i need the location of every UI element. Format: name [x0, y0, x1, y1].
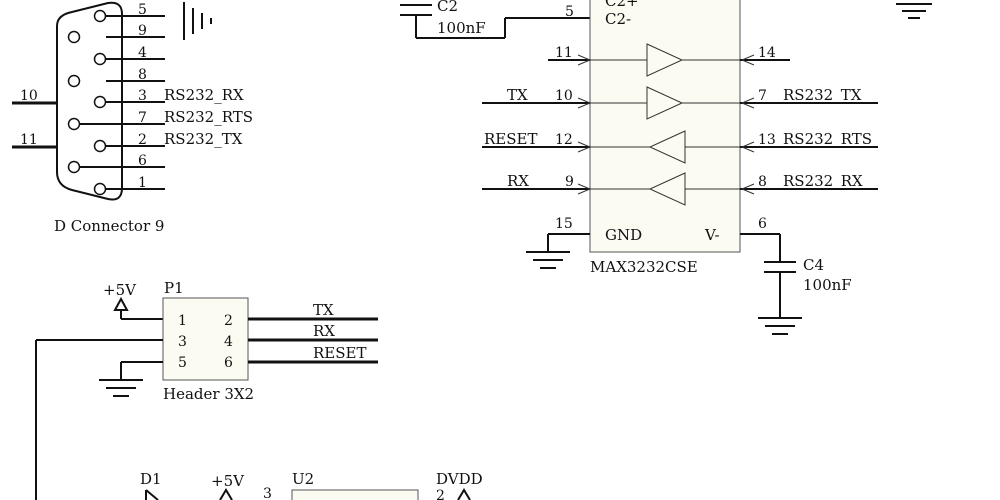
capacitor-c2-ref: C2: [437, 0, 458, 15]
net-label-header-rx: RX: [313, 322, 335, 340]
connector-shell-pin-number: 11: [20, 132, 38, 148]
max3232-vminus-label: V-: [704, 226, 720, 244]
dvdd-label: DVDD: [436, 470, 483, 488]
net-label-rs232-rx-in: RS232_RX: [783, 172, 863, 190]
max3232-pin-number: 7: [758, 88, 767, 104]
driver-buffer: [646, 86, 684, 120]
u2-body: [291, 489, 419, 500]
max3232-pin-number: 9: [565, 174, 574, 190]
d-connector-label: D Connector 9: [54, 217, 164, 235]
header-p1: +5V P1 1 2 3 4 5 6 TX RX RESET Header 3X…: [35, 279, 378, 500]
ground-symbol: [183, 2, 212, 40]
ground-symbol: [99, 379, 143, 397]
max3232-gnd-label: GND: [605, 226, 642, 244]
header-pin-number: 4: [224, 334, 233, 350]
u2-pin-number: 3: [263, 486, 272, 500]
max3232-pin-number: 6: [758, 216, 767, 232]
net-label-rx: RX: [507, 172, 529, 190]
power-arrow-icon: [219, 488, 233, 500]
header-body: [162, 297, 249, 381]
connector-pin-number: 2: [138, 132, 147, 148]
max3232-pin-number: 12: [555, 132, 573, 148]
header-pin-number: 5: [178, 355, 187, 371]
connector-pin: [67, 160, 81, 174]
capacitor-c4: C4 100nF: [758, 256, 852, 335]
diode-icon: [145, 489, 159, 500]
net-label-reset: RESET: [484, 130, 537, 148]
connector-shell-pin-number: 10: [20, 88, 38, 104]
net-label-rs232-rts-in: RS232_RTS: [783, 130, 872, 148]
diode-d1-ref: D1: [140, 470, 162, 488]
d-connector-shell: [56, 1, 123, 201]
header-label: Header 3X2: [163, 385, 254, 403]
connector-pin-number: 9: [138, 23, 147, 39]
max3232-pin-number: 14: [758, 45, 776, 61]
connector-pin-number: 4: [138, 45, 147, 61]
header-pin-number: 3: [178, 334, 187, 350]
capacitor-c2-value: 100nF: [437, 19, 486, 37]
connector-pin: [93, 52, 107, 66]
ground-symbol: [526, 251, 570, 269]
power-arrow-icon: [457, 488, 471, 500]
header-pin-number: 6: [224, 355, 233, 371]
max3232-pin-number: 11: [555, 45, 573, 61]
capacitor-c4-ref: C4: [803, 256, 824, 274]
max3232-ic: C2+ C2- 5 11 14 TX 10 7 RS232_TX RESET 1…: [482, 0, 878, 276]
capacitor-c4-value: 100nF: [803, 276, 852, 294]
driver-buffer: [646, 43, 684, 77]
u2-pin-number: 2: [436, 488, 445, 500]
max3232-pin-number: 10: [555, 88, 573, 104]
max3232-pin-number: 13: [758, 132, 776, 148]
connector-pin-number: 6: [138, 153, 147, 169]
connector-pin: [67, 74, 81, 88]
connector-pin-number: 1: [138, 175, 147, 191]
net-label-header-reset: RESET: [313, 344, 366, 362]
max3232-c2plus-label: C2+: [605, 0, 639, 10]
connector-pin: [93, 139, 107, 153]
connector-pin-number: 8: [138, 67, 147, 83]
net-label-tx: TX: [507, 86, 528, 104]
connector-pin: [67, 117, 81, 131]
max3232-c2minus-label: C2-: [605, 10, 631, 28]
connector-pin: [67, 30, 81, 44]
bottom-section: D1 +5V 3 U2 DVDD 2: [140, 470, 483, 500]
max3232-pin-number: 5: [565, 4, 574, 20]
max3232-body: [589, 0, 741, 253]
capacitor-c2: C2 100nF: [400, 0, 590, 39]
max3232-pin-number: 8: [758, 174, 767, 190]
header-power-label: +5V: [103, 281, 137, 299]
connector-pin: [93, 9, 107, 23]
connector-pin: [93, 182, 107, 196]
connector-pin-number: 5: [138, 2, 147, 18]
net-label-rs232-rts: RS232_RTS: [164, 108, 253, 126]
connector-pin-number: 3: [138, 88, 147, 104]
bottom-power-label: +5V: [211, 472, 245, 490]
connector-pin: [93, 95, 107, 109]
u2-ref: U2: [292, 470, 314, 488]
net-label-rs232-tx-out: RS232_TX: [783, 86, 862, 104]
net-label-header-tx: TX: [313, 301, 334, 319]
ground-symbol: [758, 317, 802, 335]
connector-pin-number: 7: [138, 110, 147, 126]
max3232-pin-number: 15: [555, 216, 573, 232]
max3232-part-label: MAX3232CSE: [590, 258, 698, 276]
net-label-rs232-tx: RS232_TX: [164, 130, 243, 148]
power-arrow-icon: [113, 296, 129, 311]
header-pin-number: 2: [224, 313, 233, 329]
ground-symbol: [896, 3, 932, 19]
net-label-rs232-rx: RS232_RX: [164, 86, 244, 104]
header-pin-number: 1: [178, 313, 187, 329]
header-ref: P1: [164, 279, 184, 297]
d-connector: 5 9 4 8 3 7 2 6 1 RS232_RX RS232_RTS RS2…: [12, 1, 253, 235]
